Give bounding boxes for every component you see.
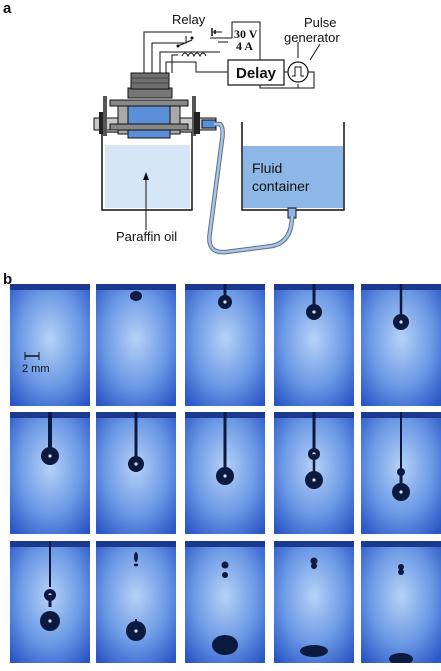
- drop: [134, 552, 138, 562]
- paraffin-oil-tank: [100, 131, 194, 211]
- drop: [212, 635, 238, 655]
- pulse-label: Pulse: [304, 15, 337, 30]
- camera-frame-9: [274, 412, 354, 534]
- battery-icon: [211, 28, 216, 36]
- fluid-chamber: [127, 103, 171, 139]
- drop: [398, 569, 404, 575]
- relay-label: Relay: [172, 12, 206, 27]
- camera-frame-13: [185, 541, 265, 663]
- drop-highlight: [223, 300, 227, 304]
- drop: [389, 653, 413, 663]
- fluid-container-line2: container: [252, 178, 310, 194]
- fluid-container-line1: Fluid: [252, 160, 282, 176]
- drop-highlight: [48, 619, 52, 623]
- solenoid: [130, 72, 170, 90]
- camera-frame-5: [361, 284, 441, 406]
- drop: [130, 291, 142, 301]
- nozzle-plate: [10, 284, 90, 290]
- drop-highlight: [134, 462, 138, 466]
- camera-frame-2: [96, 284, 176, 406]
- coil-icon: [181, 52, 207, 58]
- pulse-generator-icon: [287, 61, 309, 83]
- nozzle-plate: [96, 541, 176, 547]
- scale-bar-label: 2 mm: [22, 363, 50, 375]
- nozzle-assembly: [93, 72, 217, 139]
- high-speed-frame-grid: 2 mm: [10, 284, 441, 671]
- camera-frame-15: [361, 541, 441, 663]
- drop-highlight: [223, 474, 227, 478]
- delay-label: Delay: [236, 65, 277, 82]
- current-label: 4 A: [236, 39, 253, 53]
- nozzle-plate: [185, 541, 265, 547]
- camera-frame-8: [185, 412, 265, 534]
- drop: [221, 561, 229, 569]
- drop-highlight: [134, 629, 138, 633]
- drop: [311, 563, 317, 569]
- pulse-arrow: [309, 43, 321, 61]
- frame-background: [10, 284, 90, 406]
- drop-highlight: [312, 310, 316, 314]
- wiring: [143, 21, 315, 89]
- drop-highlight: [312, 478, 316, 482]
- pulse-waveform-icon: [292, 66, 304, 77]
- drop: [222, 572, 228, 578]
- drop: [310, 557, 318, 565]
- nozzle-plate: [361, 541, 441, 547]
- relay-switch: [177, 39, 193, 47]
- scale-bar: 2 mm: [22, 352, 50, 375]
- panel-b-letter: b: [3, 271, 12, 288]
- generator-label: generator: [284, 30, 340, 45]
- camera-frame-14: [274, 541, 354, 663]
- camera-frame-3: [185, 284, 265, 406]
- paraffin-oil-label: Paraffin oil: [116, 229, 177, 244]
- nozzle-plate: [96, 284, 176, 290]
- camera-frame-12: [96, 541, 176, 663]
- drop-highlight: [399, 490, 403, 494]
- voltage-label: 30 V: [234, 27, 258, 41]
- frame-background: [96, 284, 176, 406]
- camera-frame-7: [96, 412, 176, 534]
- frame-background: [361, 541, 441, 663]
- drop: [134, 563, 138, 567]
- drop: [300, 645, 328, 657]
- fluid-container: [241, 122, 345, 219]
- drop-highlight: [399, 320, 403, 324]
- panel-a-letter: a: [3, 0, 12, 17]
- camera-frame-11: [10, 541, 90, 663]
- camera-frame-4: [274, 284, 354, 406]
- camera-frame-6: [10, 412, 90, 534]
- camera-frame-1: 2 mm: [10, 284, 90, 406]
- camera-frame-10: [361, 412, 441, 534]
- drop-highlight: [48, 454, 52, 458]
- drop: [398, 564, 404, 570]
- delay-box: [227, 59, 285, 86]
- nozzle-plate: [274, 541, 354, 547]
